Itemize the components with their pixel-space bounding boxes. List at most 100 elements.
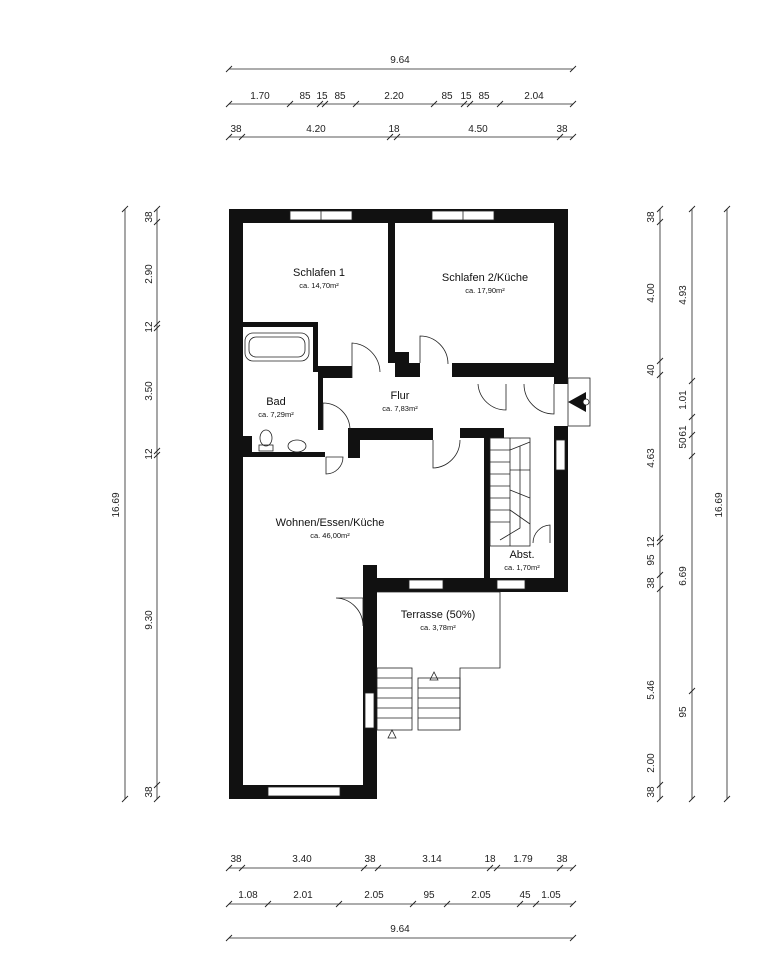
- wall-hall-north-east: [452, 363, 554, 377]
- wall-bedroom-divider: [388, 223, 395, 363]
- dim-label: 1.05: [541, 890, 561, 901]
- bathtub-icon: [244, 332, 310, 362]
- door-bath-south: [325, 456, 344, 475]
- wall-west: [229, 209, 243, 799]
- entry-symbol: [567, 377, 591, 427]
- wall-hall-south-east: [460, 428, 504, 438]
- dim-label: 12: [646, 536, 657, 548]
- door-stair: [477, 383, 507, 411]
- left-dimension-chains: 16.69 38 2.90 12 3.50 12 9.30 38: [111, 205, 161, 803]
- wall-bath-north: [243, 322, 318, 327]
- dim-label: 2.05: [471, 890, 491, 901]
- window-terrace: [408, 579, 444, 590]
- room-name-terrasse: Terrasse (50%): [401, 609, 476, 621]
- dim-label: 2.01: [293, 890, 313, 901]
- doors: [322, 335, 555, 627]
- dim-label: 12: [144, 321, 155, 333]
- door-bath: [322, 402, 351, 431]
- wall-east-upper: [554, 209, 568, 384]
- window-south: [267, 786, 341, 797]
- stair-internal: [489, 437, 531, 547]
- dim-label: 6.69: [678, 566, 689, 586]
- dim-label: 4.93: [678, 285, 689, 305]
- door-terrace: [335, 597, 364, 627]
- dim-bottom-total: 9.64: [390, 924, 410, 935]
- dim-label: 2.00: [646, 753, 657, 773]
- dim-label: 38: [230, 124, 242, 135]
- wall-hall-south-jamb: [348, 428, 360, 458]
- dim-label: 18: [484, 854, 496, 865]
- dim-label: 3.50: [144, 381, 155, 401]
- door-bed1: [351, 342, 381, 378]
- dim-label: 2.90: [144, 264, 155, 284]
- dim-label: 18: [388, 124, 400, 135]
- door-entry: [523, 383, 555, 415]
- walls: [229, 209, 568, 799]
- dim-label: 61: [678, 425, 689, 437]
- top-dimension-chains: 9.64 1.70 85 15 85 2.20 85 15 85 2.04 38…: [225, 55, 577, 141]
- room-labels: Schlafen 1 ca. 14,70m² Schlafen 2/Küche …: [258, 267, 540, 632]
- dim-left-total: 16.69: [111, 492, 122, 517]
- window-stair: [555, 439, 566, 471]
- dim-label: 1.70: [250, 91, 270, 102]
- bath-fixtures: [244, 332, 310, 453]
- wall-hall-south: [348, 428, 433, 440]
- wall-terrace-north: [363, 578, 568, 592]
- door-bed2: [419, 335, 449, 365]
- dim-label: 45: [519, 890, 531, 901]
- dim-label: 85: [478, 91, 490, 102]
- wall-bath-jamb: [313, 322, 318, 372]
- room-area-schlafen1: ca. 14,70m²: [299, 281, 339, 290]
- dim-label: 50: [678, 437, 689, 449]
- wall-bath-east: [318, 378, 323, 430]
- room-area-abst: ca. 1,70m²: [504, 563, 540, 572]
- terrace-steps: [376, 591, 501, 739]
- wall-hall-west-north: [318, 366, 352, 378]
- dim-label: 15: [316, 91, 328, 102]
- dim-label: 2.20: [384, 91, 404, 102]
- room-area-terrasse: ca. 3,78m²: [420, 623, 456, 632]
- room-area-flur: ca. 7,83m²: [382, 404, 418, 413]
- door-abst: [532, 524, 551, 544]
- room-area-wohnen: ca. 46,00m²: [310, 531, 350, 540]
- dim-label: 4.50: [468, 124, 488, 135]
- wall-hall-north-mid: [395, 363, 420, 377]
- wall-terrace-west: [363, 565, 377, 799]
- dim-label: 38: [646, 211, 657, 223]
- dim-label: 38: [646, 577, 657, 589]
- dim-label: 4.63: [646, 448, 657, 468]
- wall-post: [240, 436, 252, 454]
- toilet-icon: [259, 429, 273, 447]
- dim-label: 38: [364, 854, 376, 865]
- room-name-bad: Bad: [266, 396, 286, 408]
- dim-label: 85: [299, 91, 311, 102]
- room-name-schlafen1: Schlafen 1: [293, 267, 345, 279]
- door-living: [432, 439, 461, 469]
- dim-label: 4.20: [306, 124, 326, 135]
- dim-right-total: 16.69: [714, 492, 725, 517]
- wall-bath-south: [243, 452, 325, 457]
- dim-label: 2.05: [364, 890, 384, 901]
- room-area-bad: ca. 7,29m²: [258, 410, 294, 419]
- dim-label: 40: [646, 364, 657, 376]
- dim-label: 1.08: [238, 890, 258, 901]
- right-dimension-chains: 38 4.00 40 4.63 12 95 38 5.46 2.00 38 4.…: [646, 205, 731, 803]
- room-area-schlafen2: ca. 17,90m²: [465, 286, 505, 295]
- dim-label: 38: [556, 124, 568, 135]
- dim-label: 5.46: [646, 680, 657, 700]
- dim-label: 38: [646, 786, 657, 798]
- room-name-wohnen: Wohnen/Essen/Küche: [276, 517, 385, 529]
- dim-label: 95: [646, 554, 657, 566]
- wall-north: [229, 209, 568, 223]
- dim-label: 2.04: [524, 91, 544, 102]
- dim-label: 15: [460, 91, 472, 102]
- dim-label: 3.14: [422, 854, 442, 865]
- windows: [267, 210, 566, 797]
- room-name-flur: Flur: [391, 390, 410, 402]
- window-west-terrace: [364, 692, 375, 729]
- dim-label: 85: [441, 91, 453, 102]
- dim-label: 9.30: [144, 610, 155, 630]
- sink-icon: [287, 439, 307, 453]
- dim-label: 38: [144, 786, 155, 798]
